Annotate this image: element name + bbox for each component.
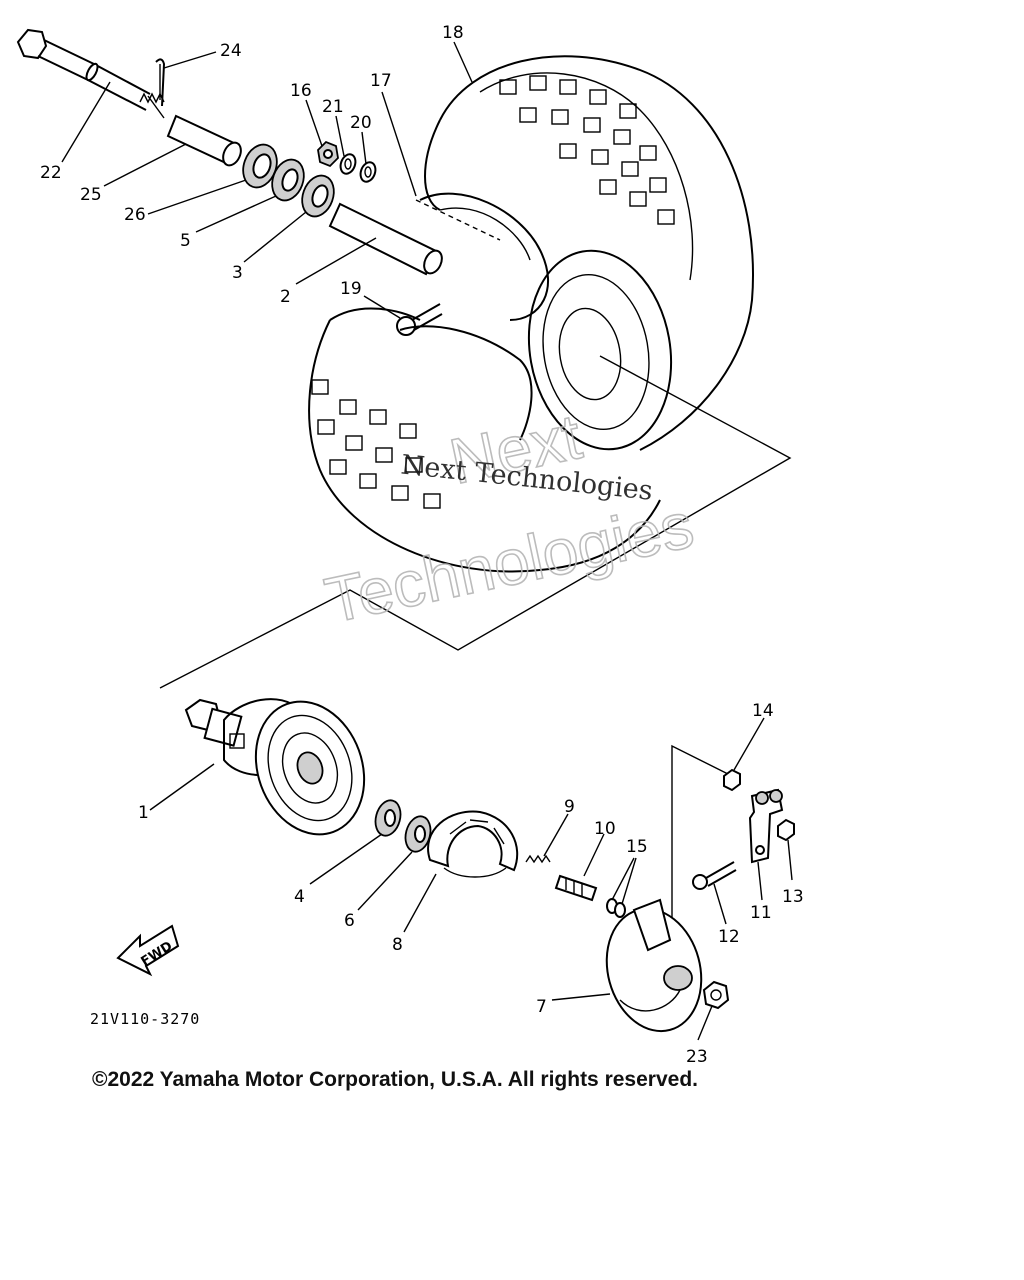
bearing-3 bbox=[301, 174, 335, 218]
tire-18 bbox=[308, 55, 754, 573]
label-part-6: 6 bbox=[344, 911, 355, 931]
assembly-bracket-line bbox=[159, 355, 792, 689]
label-part-13: 13 bbox=[782, 887, 804, 907]
label-part-26: 26 bbox=[124, 205, 146, 225]
label-part-5: 5 bbox=[180, 231, 191, 251]
oil-seal-6 bbox=[404, 815, 432, 853]
nut-16 bbox=[317, 140, 339, 168]
nut-14 bbox=[723, 768, 741, 792]
spring-9 bbox=[525, 854, 551, 864]
cover-bracket-line bbox=[671, 744, 729, 950]
label-part-2: 2 bbox=[280, 287, 291, 307]
label-part-1: 1 bbox=[138, 803, 149, 823]
hub-1 bbox=[184, 698, 366, 836]
brake-shoe-8 bbox=[427, 810, 519, 878]
label-part-11: 11 bbox=[750, 903, 772, 923]
collar-25 bbox=[166, 114, 242, 167]
label-part-16: 16 bbox=[290, 81, 312, 101]
spacer-2 bbox=[328, 202, 443, 276]
tire-tread-lower bbox=[311, 379, 441, 509]
label-part-14: 14 bbox=[752, 701, 774, 721]
label-part-18: 18 bbox=[442, 23, 464, 43]
rim-outer-half bbox=[419, 192, 550, 321]
brake-cover-7 bbox=[605, 898, 703, 1033]
label-part-22: 22 bbox=[40, 163, 62, 183]
nut-23 bbox=[702, 980, 730, 1010]
valve-stem-17 bbox=[415, 199, 501, 241]
bolt-12 bbox=[692, 861, 737, 890]
leader-lines bbox=[61, 41, 793, 1041]
label-part-19: 19 bbox=[340, 279, 362, 299]
cotter-pin-24 bbox=[155, 58, 166, 107]
washer-20 bbox=[359, 161, 377, 183]
fwd-arrow-icon: FWD bbox=[116, 924, 180, 977]
o-ring-15 bbox=[606, 898, 626, 918]
label-part-10: 10 bbox=[594, 819, 616, 839]
washer-21 bbox=[339, 153, 357, 175]
label-part-8: 8 bbox=[392, 935, 403, 955]
nut-13 bbox=[777, 818, 795, 842]
rim-inner-half bbox=[399, 249, 673, 451]
diagram-code: 21V110-3270 bbox=[90, 1010, 200, 1028]
label-part-12: 12 bbox=[718, 927, 740, 947]
label-part-15: 15 bbox=[626, 837, 648, 857]
label-part-3: 3 bbox=[232, 263, 243, 283]
brake-lever-11 bbox=[748, 788, 784, 864]
label-part-20: 20 bbox=[350, 113, 372, 133]
axle-bolt-22 bbox=[16, 28, 165, 119]
bearing-5 bbox=[271, 158, 305, 202]
watermark-outline-line2: Technologies bbox=[319, 489, 699, 637]
label-part-23: 23 bbox=[686, 1047, 708, 1067]
label-part-25: 25 bbox=[80, 185, 102, 205]
label-part-9: 9 bbox=[564, 797, 575, 817]
bearing-4 bbox=[374, 799, 402, 837]
label-part-21: 21 bbox=[322, 97, 344, 117]
tire-tread-upper bbox=[499, 75, 675, 225]
label-part-7: 7 bbox=[536, 997, 547, 1017]
cam-10 bbox=[554, 874, 598, 902]
label-part-4: 4 bbox=[294, 887, 305, 907]
label-part-17: 17 bbox=[370, 71, 392, 91]
label-part-24: 24 bbox=[220, 41, 242, 61]
copyright-notice: ©2022 Yamaha Motor Corporation, U.S.A. A… bbox=[92, 1068, 698, 1091]
